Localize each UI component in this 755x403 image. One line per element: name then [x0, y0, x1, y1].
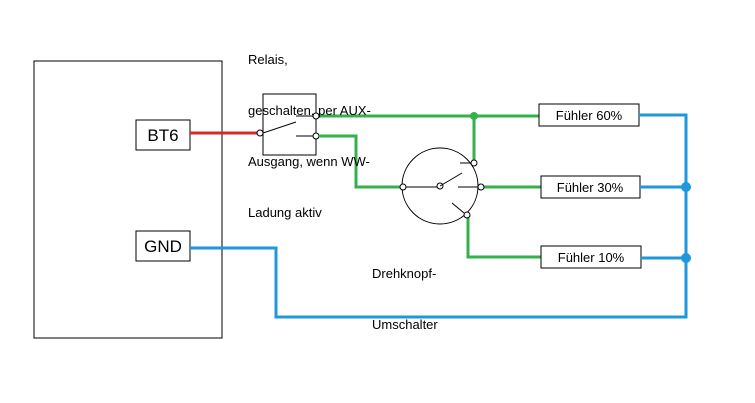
rotary-note-line: Drehknopf- — [372, 266, 437, 281]
rotary-contact-top — [470, 159, 478, 167]
sensor-60-label: Fühler 60% — [556, 108, 623, 123]
terminal-gnd-box — [135, 230, 191, 262]
terminal-bt6-box — [135, 119, 191, 151]
relay-switch-arm — [262, 121, 297, 134]
rotary-input-contact — [399, 183, 407, 191]
rotary-note-line: Umschalter — [372, 317, 438, 332]
terminal-bt6-label: BT6 — [147, 126, 178, 145]
sensor-30-label: Fühler 30% — [557, 180, 624, 195]
rotary-switch-note: Drehknopf- Umschalter — [372, 231, 438, 350]
relay-note: Relais, geschalten, per AUX- Ausgang, we… — [248, 17, 371, 238]
switched-wires — [319, 114, 541, 259]
rotary-contact-low — [463, 211, 471, 219]
junction-dot-blue-upper — [681, 182, 691, 192]
sensor-10-label: Fühler 10% — [558, 250, 625, 265]
relay-note-line: Ausgang, wenn WW- — [248, 154, 370, 169]
controller-box — [33, 60, 223, 339]
relay-note-line: geschalten, per AUX- — [248, 103, 371, 118]
terminal-gnd-label: GND — [144, 237, 182, 256]
ground-wires — [190, 113, 688, 319]
relay-note-line: Relais, — [248, 52, 288, 67]
rotary-wiper — [439, 172, 463, 187]
rotary-lead-low — [451, 202, 465, 214]
relay-note-line: Ladung aktiv — [248, 205, 322, 220]
junction-dot-blue-lower — [681, 253, 691, 263]
rotary-contact-mid — [477, 183, 485, 191]
junction-dot-green — [470, 112, 478, 120]
